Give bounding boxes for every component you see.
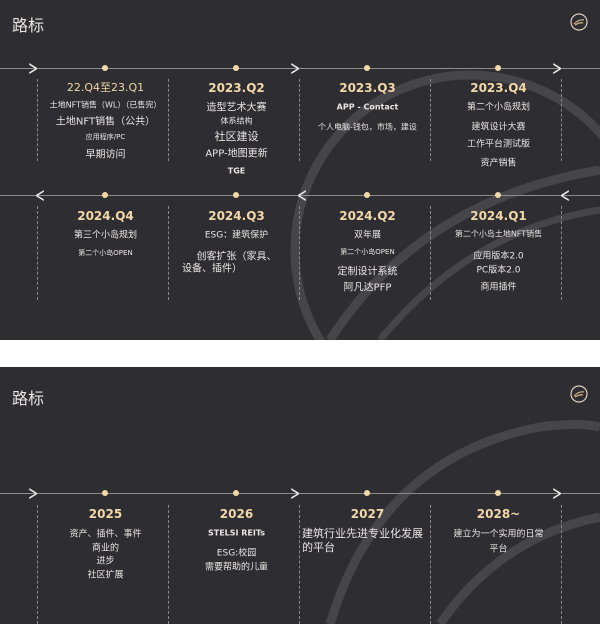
milestone-period: 2025: [88, 507, 123, 521]
logo-icon: [570, 385, 588, 403]
milestone-item: APP-地图更新: [205, 148, 268, 160]
milestone-item: TGE: [227, 166, 246, 176]
milestone-item: 早期访问: [85, 149, 126, 161]
milestone-item: 定制设计系统: [337, 266, 398, 278]
timeline-line: [0, 493, 600, 494]
milestone-period: 2027: [350, 507, 385, 521]
milestone-item: 资产、插件、事件: [69, 529, 142, 540]
milestone-item: 商用插件: [480, 282, 517, 293]
milestone-item: PC版本2.0: [476, 265, 521, 276]
timeline-dot: [495, 490, 501, 496]
milestone-item: ESG:校园: [216, 548, 257, 559]
column-divider: [37, 79, 38, 161]
milestone-item: 设备、插件）: [182, 263, 242, 275]
milestone-item: 社区建设: [214, 130, 259, 143]
column-divider: [561, 79, 562, 161]
milestone-item: STELSI REITs: [207, 528, 266, 538]
milestone-item: 土地NFT销售（公共）: [55, 116, 156, 128]
milestone-item: 创客扩张（家具、: [196, 251, 277, 263]
column-divider: [37, 206, 38, 300]
column-divider: [299, 206, 300, 300]
milestone-item: 资产销售: [480, 158, 517, 169]
column-divider: [168, 206, 169, 300]
chevron-left-icon: <: [34, 183, 46, 207]
milestone-item: 建筑行业先进专业化发展: [302, 527, 423, 540]
milestone-period: 2024.Q1: [470, 209, 527, 223]
milestone-period: 2024.Q4: [77, 209, 134, 223]
column-divider: [299, 505, 300, 624]
chevron-left-icon: <: [559, 183, 571, 207]
milestone-item: 双年展: [353, 230, 381, 241]
chevron-right-icon: >: [27, 56, 39, 80]
milestone-item: ESG：建筑保护: [204, 230, 269, 241]
milestone-item: 社区扩展: [87, 570, 124, 581]
milestone-item: 的平台: [302, 541, 335, 554]
chevron-right-icon: >: [551, 56, 563, 80]
background-arc-decoration: [325, 420, 600, 624]
timeline-dot: [495, 192, 501, 198]
timeline-dot: [233, 65, 239, 71]
page-title: 路标: [12, 389, 45, 408]
milestone-item: 第二个小岛OPEN: [78, 249, 133, 257]
milestone-period: 2024.Q3: [208, 209, 265, 223]
timeline-dot: [364, 192, 370, 198]
milestone-item: 建立为一个实用的日常: [453, 529, 544, 540]
timeline-dot: [495, 65, 501, 71]
milestone-item: 商业的: [91, 543, 119, 554]
background-arc-decoration: [290, 70, 600, 340]
milestone-item: APP - Contact: [336, 102, 399, 112]
milestone-period: 2028~: [476, 507, 521, 521]
column-divider: [561, 206, 562, 300]
milestone-item: 平台: [489, 544, 508, 555]
milestone-period: 2024.Q2: [339, 209, 396, 223]
chevron-right-icon: >: [289, 56, 301, 80]
milestone-period: 2026: [219, 507, 254, 521]
milestone-item: 土地NFT销售（WL）（已售完）: [49, 100, 162, 110]
milestone-item: 个人电脑-钱包，市场，建设: [318, 122, 417, 132]
timeline-dot: [102, 192, 108, 198]
roadmap-panel-1: 路标 > > > 22.Q4至23.Q1 土地NFT销售（WL）（已售完） 土地…: [0, 0, 600, 340]
column-divider: [299, 79, 300, 161]
milestone-item: 阿凡达PFP: [343, 282, 392, 294]
timeline-dot: [364, 490, 370, 496]
milestone-period: 2023.Q4: [470, 81, 527, 95]
milestone-item: 第二个小岛OPEN: [340, 248, 395, 256]
timeline-dot: [102, 65, 108, 71]
timeline-dot: [233, 192, 239, 198]
milestone-item: 进步: [96, 556, 115, 567]
milestone-item: 造型艺术大赛: [206, 102, 267, 114]
column-divider: [168, 79, 169, 161]
logo-icon: [570, 13, 588, 31]
chevron-right-icon: >: [551, 481, 563, 505]
milestone-item: 第三个小岛规划: [73, 230, 137, 241]
column-divider: [561, 505, 562, 624]
column-divider: [168, 505, 169, 624]
timeline-line: [0, 195, 600, 196]
milestone-item: 第二个小岛土地NFT销售: [454, 229, 543, 239]
milestone-item: 应用程序/PC: [85, 133, 126, 141]
column-divider: [430, 79, 431, 161]
milestone-item: 工作平台测试版: [466, 139, 530, 150]
chevron-left-icon: <: [296, 183, 308, 207]
page-title: 路标: [12, 16, 45, 35]
milestone-item: 体系结构: [220, 116, 253, 126]
milestone-period: 2023.Q2: [208, 81, 265, 95]
milestone-item: 建筑设计大赛: [471, 122, 526, 133]
milestone-item: 需要帮助的儿童: [204, 562, 268, 573]
chevron-right-icon: >: [289, 481, 301, 505]
column-divider: [430, 505, 431, 624]
milestone-item: 第二个小岛规划: [466, 102, 530, 113]
roadmap-panel-2: 路标 > > > 2025 资产、插件、事件 商业的 进步 社区扩展 2026 …: [0, 367, 600, 624]
chevron-right-icon: >: [27, 481, 39, 505]
timeline-dot: [102, 490, 108, 496]
milestone-period: 22.Q4至23.Q1: [66, 81, 145, 94]
timeline-line: [0, 68, 600, 69]
column-divider: [430, 206, 431, 300]
milestone-period: 2023.Q3: [339, 81, 396, 95]
milestone-item: 应用版本2.0: [473, 251, 524, 262]
timeline-dot: [364, 65, 370, 71]
column-divider: [37, 505, 38, 624]
timeline-dot: [233, 490, 239, 496]
